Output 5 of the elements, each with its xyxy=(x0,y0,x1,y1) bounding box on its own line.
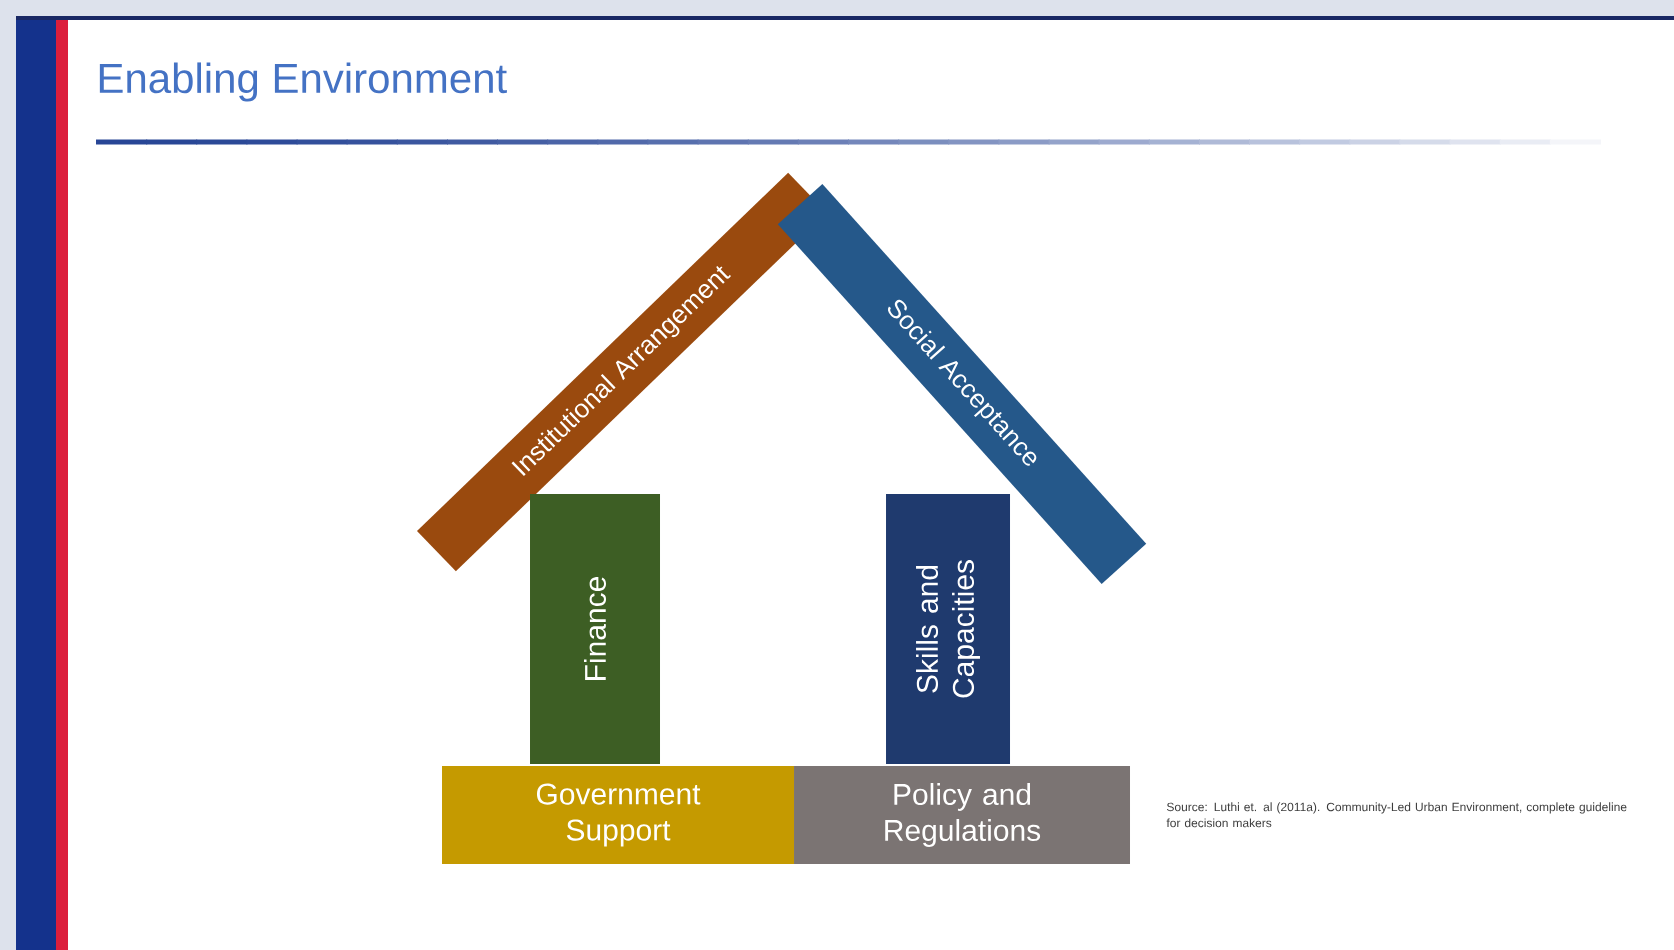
house-block: Finance xyxy=(530,494,660,764)
slide-title: Enabling Environment xyxy=(99,62,507,102)
house-block: Government Support xyxy=(442,766,794,864)
house-block: Policy and Regulations xyxy=(794,766,1130,864)
house-block: Skills and Capacities xyxy=(886,494,1010,764)
